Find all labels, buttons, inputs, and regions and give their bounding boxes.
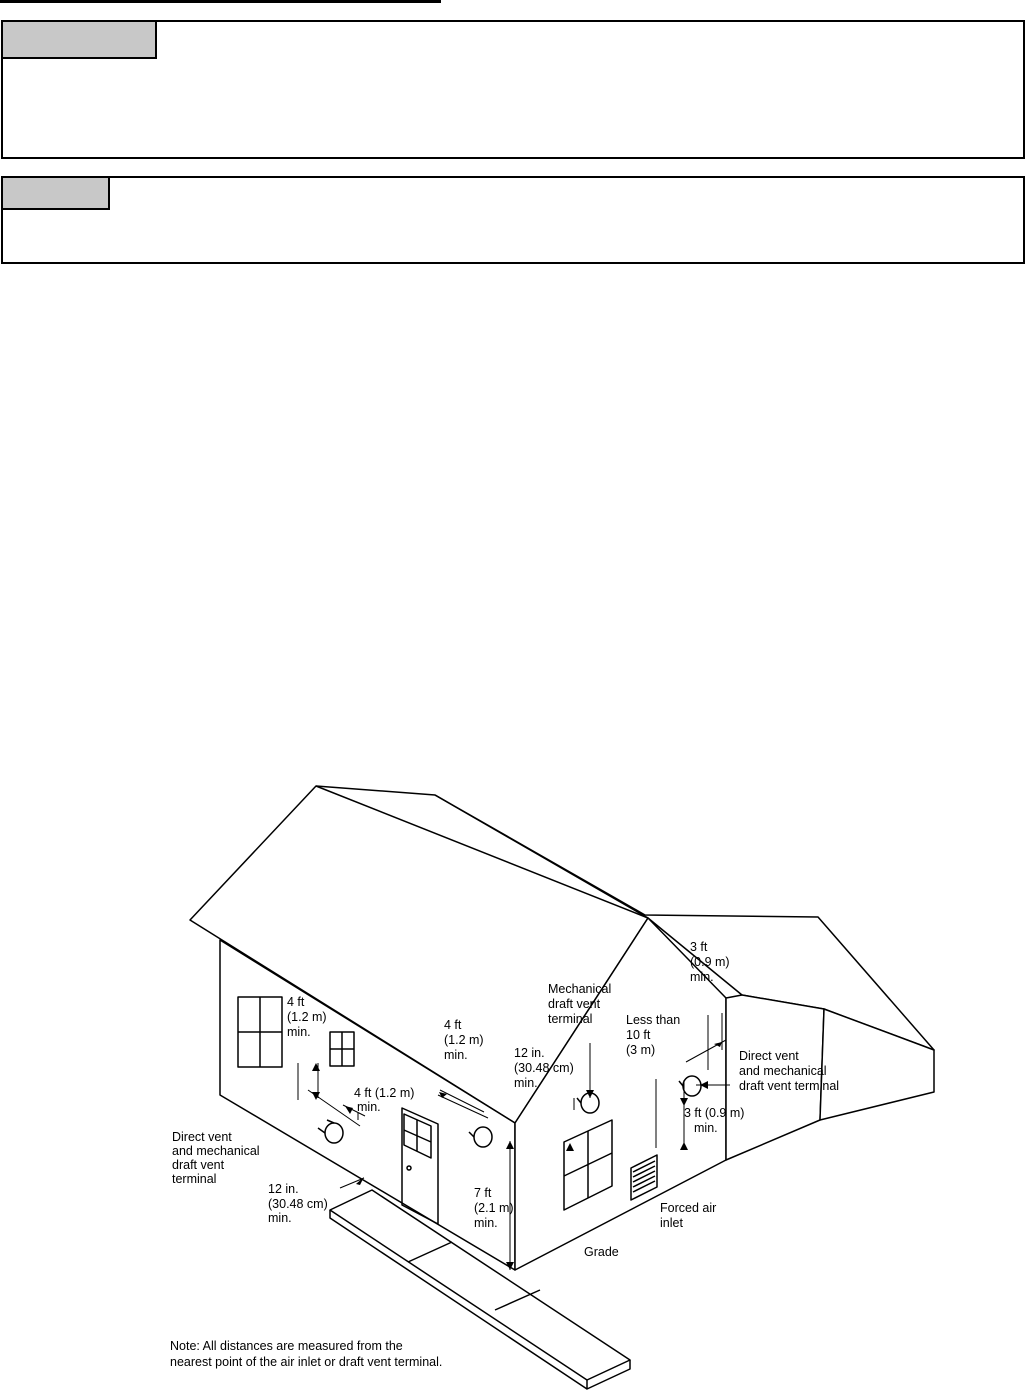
label-4ft-left: 4 ft(1.2 m)min. xyxy=(287,995,327,1039)
arrowheads xyxy=(312,1042,722,1270)
callout-2-label xyxy=(3,178,110,210)
label-4ft-door: 4 ft (1.2 m)min. xyxy=(354,1086,414,1114)
door xyxy=(401,1107,439,1225)
top-rule xyxy=(0,0,441,3)
forced-air-inlet xyxy=(630,1154,658,1201)
label-12in-right: 12 in.(30.48 cm)min. xyxy=(514,1046,574,1090)
callout-box-1 xyxy=(1,20,1025,159)
label-4ft-center: 4 ft(1.2 m)min. xyxy=(444,1018,484,1062)
walkway-edge xyxy=(586,1360,631,1390)
walkway-joints xyxy=(407,1241,541,1311)
walkway-side xyxy=(329,1210,588,1390)
callout-box-2 xyxy=(1,176,1025,264)
label-7ft: 7 ft(2.1 m)min. xyxy=(474,1186,514,1230)
label-grade: Grade xyxy=(584,1245,619,1259)
rear-roof xyxy=(434,794,935,1051)
window-small xyxy=(329,1031,355,1067)
label-3ft-mid: 3 ft (0.9 m)min. xyxy=(684,1106,744,1135)
figure-note: Note: All distances are measured from th… xyxy=(170,1339,442,1369)
label-3ft-top: 3 ft(0.9 m)min. xyxy=(690,940,730,984)
roof-ridge xyxy=(315,785,649,919)
window-gable xyxy=(563,1119,613,1211)
callout-1-label xyxy=(3,22,157,59)
wing-side-wall xyxy=(819,1008,935,1121)
label-12in-left: 12 in.(30.48 cm)min. xyxy=(268,1182,328,1225)
figure-labels: 4 ft(1.2 m)min. 4 ft (1.2 m)min. 4 ft(1.… xyxy=(170,940,839,1369)
window-left xyxy=(237,996,283,1068)
